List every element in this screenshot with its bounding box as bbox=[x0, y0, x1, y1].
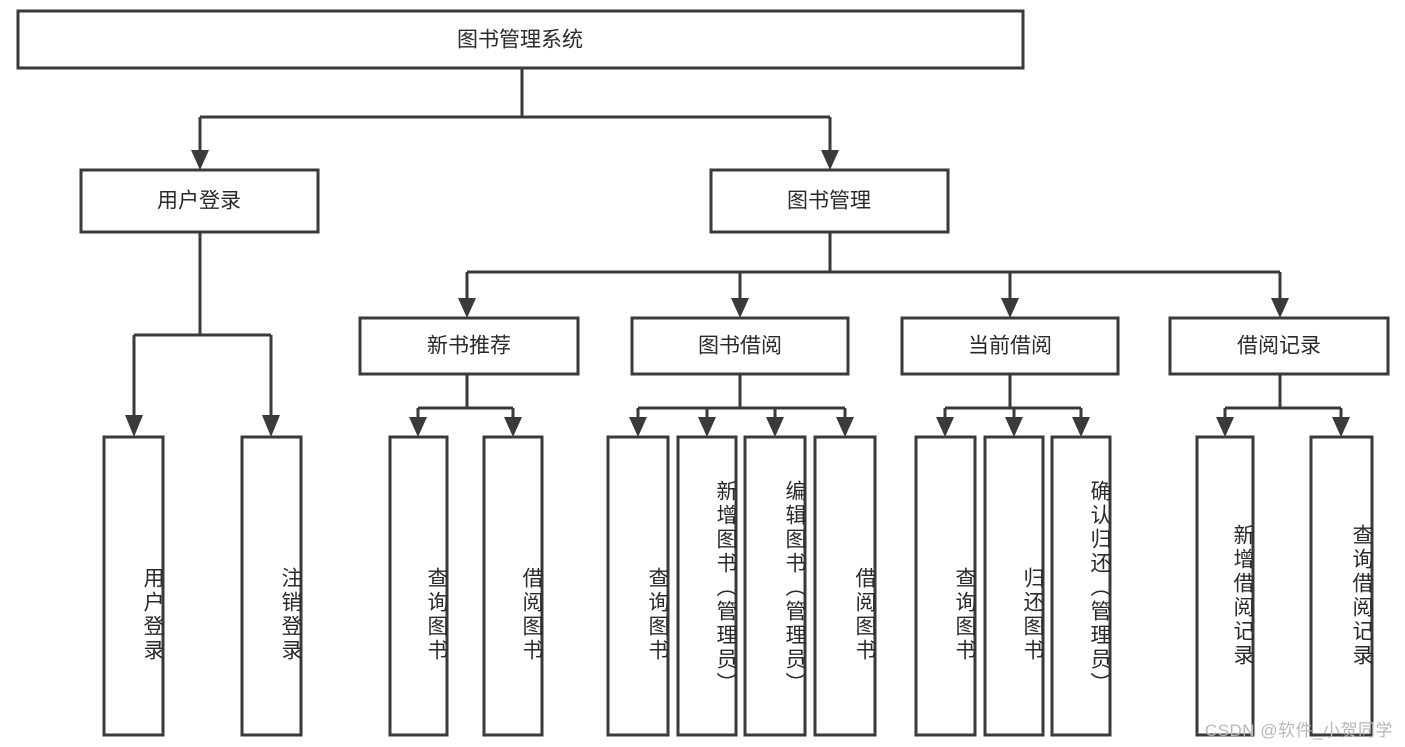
node-leaf-user-login-box[interactable] bbox=[102, 435, 165, 737]
arrow-head-leaf-add-book bbox=[698, 417, 716, 437]
arrow-head-leaf-confirm-return bbox=[1072, 417, 1090, 437]
node-root-label: 图书管理系统 bbox=[457, 29, 583, 52]
node-current-borrow-label: 当前借阅 bbox=[968, 335, 1052, 358]
arrow-head-leaf-query-book-1 bbox=[409, 417, 427, 437]
connector-group-root bbox=[191, 68, 839, 170]
arrow-head-current-borrow bbox=[1001, 298, 1019, 318]
node-leaf-logout-login-box[interactable] bbox=[240, 435, 303, 737]
node-user-login[interactable]: 用户登录 bbox=[79, 168, 320, 234]
node-book-borrow-label: 图书借阅 bbox=[698, 335, 782, 358]
node-leaf-borrow-book-1-box[interactable] bbox=[482, 435, 544, 737]
connector-group-new-book-recommend bbox=[409, 374, 522, 437]
connector-group-current-borrow bbox=[936, 374, 1090, 437]
node-root-box[interactable] bbox=[16, 9, 1025, 70]
arrow-head-leaf-logout-login bbox=[262, 415, 280, 437]
node-leaf-query-book-1-box[interactable] bbox=[388, 435, 449, 737]
arrow-head-leaf-borrow-book-1 bbox=[504, 417, 522, 437]
node-leaf-add-book-box[interactable] bbox=[676, 435, 738, 737]
leaf-box-group bbox=[102, 435, 1374, 737]
connector-group-user-login bbox=[125, 232, 280, 437]
node-leaf-query-record-box[interactable] bbox=[1309, 435, 1374, 737]
arrow-head-leaf-query-record bbox=[1332, 417, 1350, 437]
connector-group-book-manage bbox=[458, 232, 1289, 318]
node-leaf-borrow-book-2-box[interactable] bbox=[813, 435, 877, 737]
node-leaf-edit-book-box[interactable] bbox=[743, 435, 807, 737]
node-borrow-record[interactable]: 借阅记录 bbox=[1168, 316, 1390, 376]
node-current-borrow[interactable]: 当前借阅 bbox=[900, 316, 1120, 376]
node-new-book-recommend[interactable]: 新书推荐 bbox=[358, 316, 580, 376]
node-user-login-box[interactable] bbox=[79, 168, 320, 234]
node-leaf-confirm-return-box[interactable] bbox=[1050, 435, 1112, 737]
arrow-head-leaf-user-login bbox=[125, 415, 143, 437]
arrow-head-leaf-return-book bbox=[1005, 417, 1023, 437]
node-borrow-record-box[interactable] bbox=[1168, 316, 1390, 376]
node-leaf-query-book-3-box[interactable] bbox=[914, 435, 977, 737]
node-new-book-recommend-label: 新书推荐 bbox=[427, 335, 511, 358]
node-current-borrow-box[interactable] bbox=[900, 316, 1120, 376]
arrow-head-leaf-edit-book bbox=[766, 417, 784, 437]
arrow-head-leaf-borrow-book-2 bbox=[836, 417, 854, 437]
connector-group-borrow-record bbox=[1216, 374, 1350, 437]
node-new-book-recommend-box[interactable] bbox=[358, 316, 580, 376]
node-book-manage-box[interactable] bbox=[709, 168, 950, 234]
node-borrow-record-label: 借阅记录 bbox=[1237, 335, 1321, 358]
arrow-head-user-login bbox=[191, 150, 209, 170]
node-root[interactable]: 图书管理系统 bbox=[16, 9, 1025, 70]
arrow-head-book-borrow bbox=[731, 298, 749, 318]
arrow-head-new-book-recommend bbox=[458, 298, 476, 318]
arrow-head-borrow-record bbox=[1271, 298, 1289, 318]
node-book-borrow[interactable]: 图书借阅 bbox=[630, 316, 850, 376]
node-book-manage[interactable]: 图书管理 bbox=[709, 168, 950, 234]
node-user-login-label: 用户登录 bbox=[157, 190, 241, 213]
arrow-head-leaf-query-book-2 bbox=[629, 417, 647, 437]
node-book-borrow-box[interactable] bbox=[630, 316, 850, 376]
node-leaf-return-book-box[interactable] bbox=[983, 435, 1045, 737]
node-book-manage-label: 图书管理 bbox=[787, 190, 871, 213]
arrow-head-leaf-add-record bbox=[1216, 417, 1234, 437]
arrow-head-book-manage bbox=[821, 150, 839, 170]
connector-group-book-borrow bbox=[629, 374, 854, 437]
node-leaf-query-book-2-box[interactable] bbox=[606, 435, 670, 737]
node-leaf-add-record-box[interactable] bbox=[1195, 435, 1255, 737]
watermark-text: CSDN @软件_小贺同学 bbox=[1204, 721, 1393, 740]
arrow-head-leaf-query-book-3 bbox=[936, 417, 954, 437]
